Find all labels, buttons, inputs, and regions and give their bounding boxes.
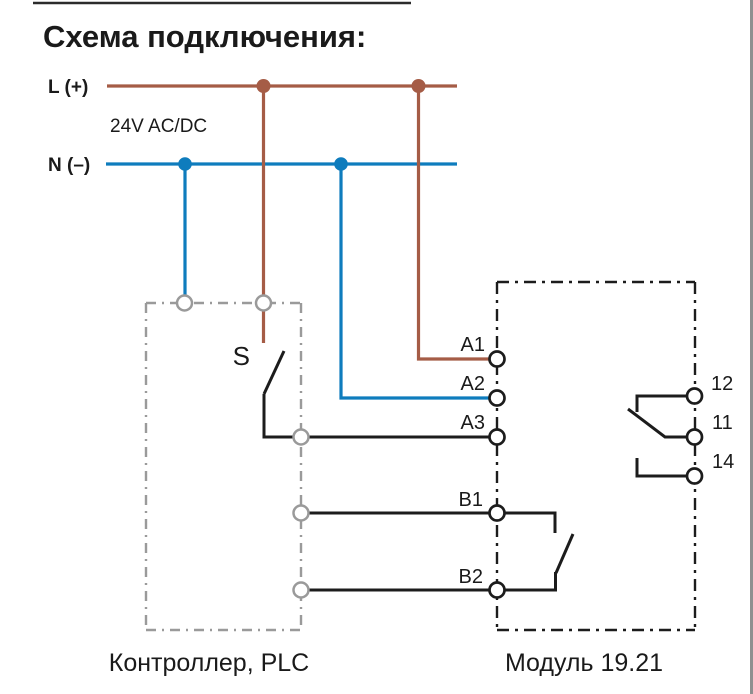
contact-12-lead <box>635 394 688 412</box>
terminal-b2 <box>488 581 506 599</box>
plc-box <box>144 301 303 632</box>
neutral-junction-dots <box>178 157 348 171</box>
plc-terminal-a3 <box>292 428 310 446</box>
terminal-a2 <box>488 389 506 407</box>
plc-terminal-n <box>175 294 194 312</box>
module-caption: Модуль 19.21 <box>505 649 663 677</box>
terminal-b1 <box>488 504 506 522</box>
terminal-11-label: 11 <box>712 412 733 434</box>
b1-internal-lead <box>504 511 557 533</box>
terminal-b1-label: B1 <box>459 489 483 511</box>
plc-terminal-b2 <box>292 581 310 599</box>
plc-terminal-b1 <box>292 504 310 522</box>
switch-s-label: S <box>233 341 250 371</box>
terminal-14-label: 14 <box>712 451 734 473</box>
terminal-a3-label: A3 <box>461 412 485 434</box>
plc-caption: Контроллер, PLC <box>109 649 310 677</box>
terminal-a1-label: A1 <box>461 334 485 356</box>
module-terminals <box>488 350 704 599</box>
n-junction-dot <box>334 157 348 171</box>
page-title: Схема подключения: <box>43 19 366 54</box>
l-junction-dot <box>411 79 426 93</box>
terminal-a2-label: A2 <box>461 373 485 395</box>
terminal-11 <box>685 428 704 446</box>
terminal-a3 <box>488 428 506 446</box>
l-junction-dot <box>256 79 271 93</box>
l-drop-to-a1 <box>416 86 490 361</box>
terminal-b2-label: B2 <box>459 566 483 588</box>
plc-terminal-l <box>254 294 273 312</box>
plc-terminals <box>175 294 310 599</box>
line-junction-dots <box>256 79 426 93</box>
l-rail-label: L (+) <box>48 77 88 98</box>
terminal-14 <box>685 467 704 485</box>
contact-14-lead <box>635 458 688 478</box>
n-junction-dot <box>178 157 192 171</box>
contact-11-blade <box>627 407 688 439</box>
terminal-12 <box>685 387 704 405</box>
signal-wires <box>262 350 688 592</box>
b2-internal-lead <box>504 572 557 592</box>
n-rail-label: N (–) <box>48 155 90 176</box>
switch-s-blade <box>262 350 286 395</box>
module-box <box>495 280 697 632</box>
terminal-a1 <box>488 350 506 368</box>
b-contact-blade <box>554 533 575 574</box>
voltage-label: 24V AC/DC <box>110 116 207 137</box>
terminal-12-label: 12 <box>711 373 733 395</box>
switch-to-a3-wire <box>262 394 490 439</box>
n-drop-to-a2 <box>339 164 490 400</box>
neutral-wires <box>106 162 490 400</box>
